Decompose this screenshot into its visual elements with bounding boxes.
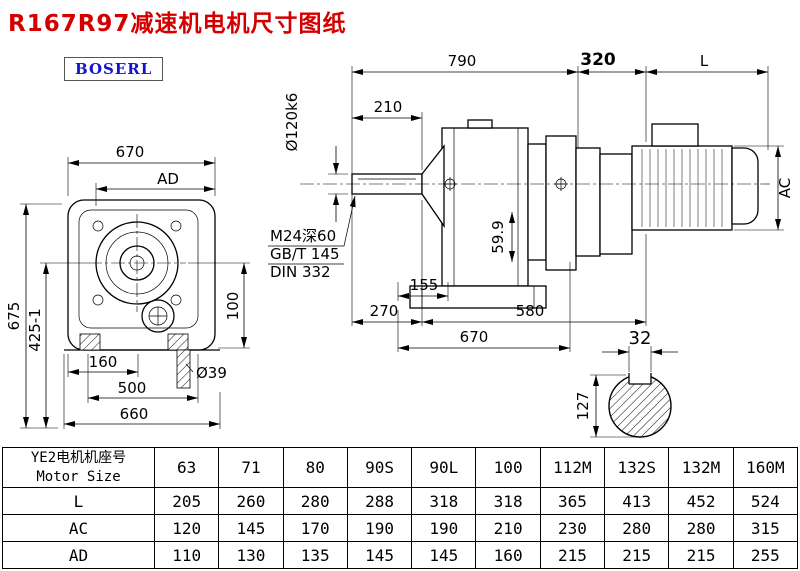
row-label-AD: AD [2,541,155,569]
side-dim-155: 155 [410,276,439,294]
value-cell: 160 [475,541,541,569]
front-dim-phi39: Ø39 [196,364,227,382]
side-dim-670: 670 [460,328,489,346]
boserl-logo: BOSERL [64,57,164,81]
size-col-132s: 132S [604,447,670,488]
front-foot-left [79,333,101,351]
front-dim-660: 660 [120,405,149,423]
side-adapter-stage [527,135,633,271]
motor-terminal-box [651,123,699,147]
value-cell: 135 [282,541,348,569]
note-m24: M24深60 [270,227,336,245]
note-gbt145: GB/T 145 [270,245,340,263]
shaft-section-view: 32 127 [574,328,678,438]
side-dim-phi120k6: Ø120k6 [283,93,301,152]
front-dim-500: 500 [118,379,147,397]
section-dim-127: 127 [574,392,592,421]
value-cell: 130 [218,541,284,569]
side-dim-320: 320 [580,50,616,70]
front-dim-100: 100 [224,292,242,321]
size-col-100: 100 [475,447,541,488]
value-cell: 280 [604,514,670,542]
value-cell: 260 [218,487,284,515]
front-foot-right [167,333,189,351]
size-col-112m: 112M [539,447,606,488]
value-cell: 318 [411,487,477,515]
value-cell: 190 [346,514,413,542]
side-view: 790 320 L 210 Ø120k6 AC 59.9 M24深60 GB/T [268,50,794,352]
front-housing-outline [64,199,220,389]
size-col-160m: 160M [732,447,799,488]
value-cell: 170 [282,514,348,542]
value-cell: 215 [604,541,670,569]
row-label-L: L [2,487,155,515]
front-output-shaft [176,349,191,389]
value-cell: 145 [346,541,413,569]
front-dim-425: 425-1 [26,308,44,352]
value-cell: 315 [732,514,799,542]
side-dim-59-9: 59.9 [489,220,507,253]
value-cell: 110 [153,541,220,569]
front-view: 670 AD 675 425-1 100 160 [5,143,250,429]
side-dim-ac: AC [776,178,794,198]
value-cell: 524 [732,487,799,515]
motor-size-table: YE2电机机座号 Motor Size 63 71 80 90S 90L 100… [2,447,799,569]
table-row-L: L 205 260 280 288 318 318 365 413 452 52… [2,487,799,515]
header-cn: YE2电机机座号 [30,450,127,467]
size-col-80: 80 [282,447,348,488]
size-col-132m: 132M [668,447,734,488]
value-cell: 215 [539,541,606,569]
side-dim-L: L [700,52,709,70]
table-header-row: YE2电机机座号 Motor Size 63 71 80 90S 90L 100… [2,447,799,488]
side-dim-580: 580 [516,302,545,320]
value-cell: 365 [539,487,606,515]
side-dim-210: 210 [374,98,403,116]
side-dim-790: 790 [448,52,477,70]
value-cell: 413 [604,487,670,515]
front-bearing-circles [88,214,186,333]
technical-drawing: 670 AD 675 425-1 100 160 [5,50,794,438]
table-row-AC: AC 120 145 170 190 190 210 230 280 280 3… [2,514,799,542]
value-cell: 145 [411,541,477,569]
header-en: Motor Size [36,468,121,485]
value-cell: 210 [475,514,541,542]
size-col-63: 63 [153,447,220,488]
motor-size-header-cell: YE2电机机座号 Motor Size [2,447,155,488]
value-cell: 230 [539,514,606,542]
page-title: R167R97减速机电机尺寸图纸 [8,11,347,37]
table-row-AD: AD 110 130 135 145 145 160 215 215 215 2… [2,541,799,569]
size-col-71: 71 [218,447,284,488]
value-cell: 280 [282,487,348,515]
front-dim-675: 675 [5,302,23,331]
size-col-90l: 90L [411,447,477,488]
front-dim-670: 670 [116,143,145,161]
value-cell: 452 [668,487,734,515]
value-cell: 280 [668,514,734,542]
value-cell: 120 [153,514,220,542]
value-cell: 145 [218,514,284,542]
value-cell: 215 [668,541,734,569]
value-cell: 318 [475,487,541,515]
note-din332: DIN 332 [270,263,331,281]
value-cell: 255 [732,541,799,569]
motor-fan-cover [731,147,759,225]
value-cell: 205 [153,487,220,515]
front-dim-ad: AD [157,170,179,188]
front-dimensions: 670 AD 675 425-1 100 160 [5,143,250,429]
side-dimensions: 790 320 L 210 Ø120k6 AC 59.9 M24深60 GB/T [268,50,794,352]
section-dim-32: 32 [629,328,652,349]
size-col-90s: 90S [346,447,413,488]
value-cell: 288 [346,487,413,515]
row-label-AC: AC [2,514,155,542]
side-dim-270: 270 [370,302,399,320]
side-motor [631,123,759,231]
value-cell: 190 [411,514,477,542]
front-dim-160: 160 [89,353,118,371]
